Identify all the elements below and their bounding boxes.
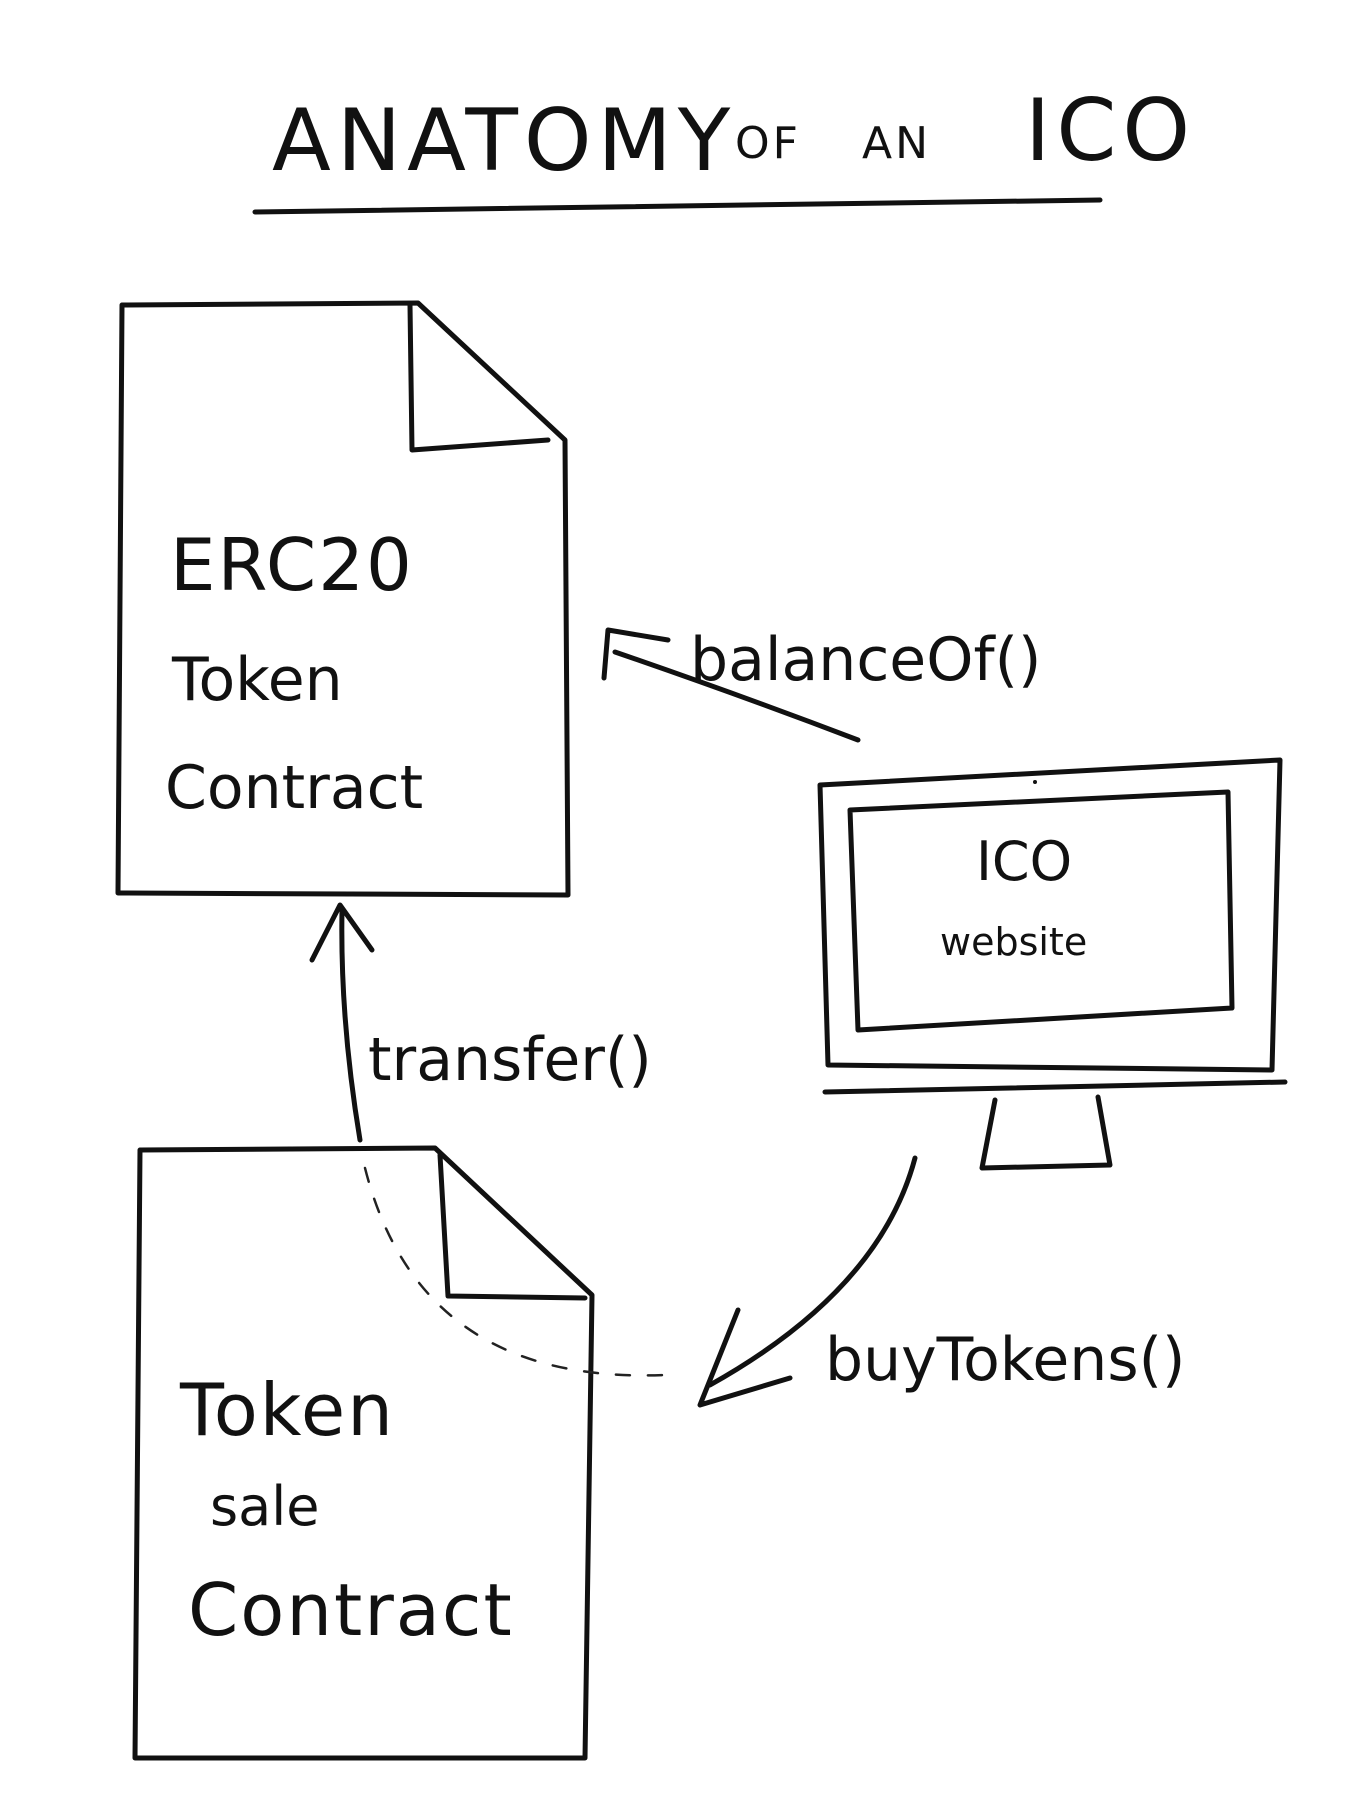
erc20-document-fold [407, 302, 551, 453]
transfer-arrowhead [309, 902, 375, 963]
transfer-label: transfer() [368, 1025, 652, 1095]
monitor-screen [847, 789, 1235, 1033]
token-sale-label-line3: Contract [188, 1568, 514, 1652]
buy-tokens-arrowhead [697, 1307, 793, 1408]
token-sale-contract-node[interactable]: Token sale Contract [132, 1145, 667, 1761]
balance-of-edge: balanceOf() [601, 625, 1041, 743]
token-sale-label-line2: sale [210, 1475, 319, 1538]
ico-website-label-line2: website [940, 920, 1087, 964]
balance-of-arrow-shaft [612, 649, 861, 743]
title-word-of: OF [735, 118, 801, 169]
token-sale-label-line1: Token [179, 1368, 395, 1452]
title-word-ico: ICO [1025, 81, 1196, 181]
erc20-document-outline [115, 300, 571, 898]
erc20-token-contract-node[interactable]: ERC20 Token Contract [115, 300, 571, 898]
erc20-label-line2: Token [171, 645, 343, 715]
balance-of-arrowhead [601, 627, 671, 681]
token-sale-document-outline [132, 1145, 595, 1761]
monitor-outer-frame [817, 757, 1283, 1073]
buy-tokens-arrow-shaft [707, 1155, 918, 1388]
monitor-stand [979, 1094, 1113, 1171]
transfer-edge: transfer() [309, 902, 652, 1143]
erc20-label-line1: ERC20 [170, 523, 414, 607]
monitor-camera-dot [1033, 780, 1037, 784]
token-sale-dashed-arc [363, 1166, 667, 1377]
ico-website-label-line1: ICO [976, 830, 1072, 893]
erc20-label-line3: Contract [165, 753, 423, 823]
ico-website-node[interactable]: ICO website [817, 757, 1288, 1171]
buy-tokens-label: buyTokens() [825, 1325, 1185, 1395]
title: ANATOMY OF AN ICO [252, 81, 1196, 215]
title-underline [252, 197, 1103, 215]
balance-of-label: balanceOf() [690, 625, 1041, 695]
buy-tokens-edge: buyTokens() [697, 1155, 1185, 1408]
transfer-arrow-shaft [339, 907, 363, 1143]
title-word-anatomy: ANATOMY [272, 91, 736, 191]
title-word-an: AN [862, 118, 931, 169]
token-sale-document-fold [437, 1152, 588, 1301]
monitor-base-line [822, 1079, 1288, 1095]
